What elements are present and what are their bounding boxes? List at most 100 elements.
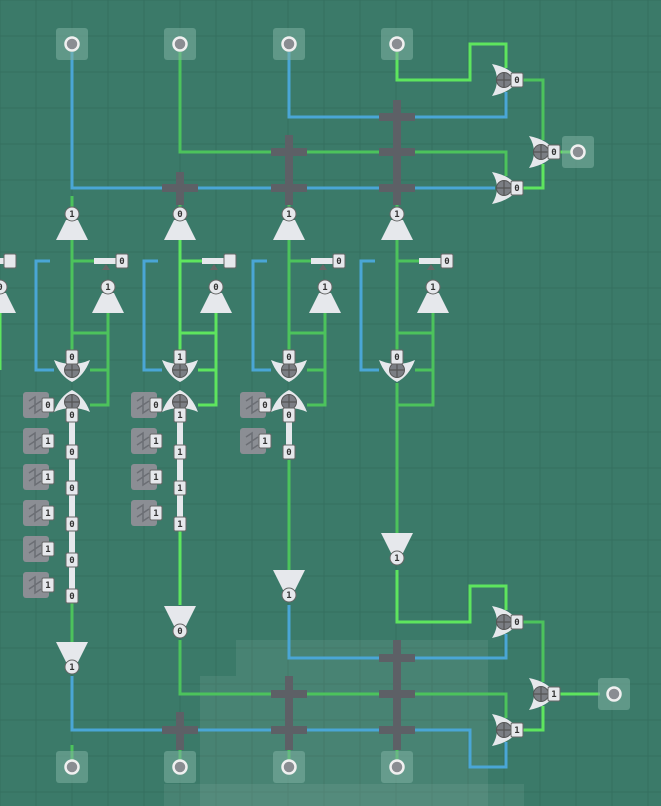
buffer-body — [381, 533, 413, 553]
label-bg — [282, 444, 296, 460]
chain-value: 0 — [282, 444, 296, 460]
gate-bottom-2[interactable] — [271, 390, 307, 412]
cross-icon — [390, 363, 404, 377]
gate-top-2[interactable] — [271, 360, 307, 382]
bottom-buffer-0[interactable] — [56, 642, 88, 662]
bus-crossing — [379, 726, 415, 734]
top-buffer-0[interactable] — [56, 220, 88, 240]
wire-cross-switch[interactable] — [251, 259, 271, 372]
label-bg — [149, 397, 163, 413]
bus-crossing — [379, 113, 415, 121]
switch-1[interactable] — [202, 253, 237, 270]
wire-out0[interactable] — [70, 676, 508, 769]
bottom-gate-upper[interactable] — [492, 606, 518, 638]
label-bg — [64, 206, 80, 222]
input-pin-2[interactable] — [273, 28, 305, 60]
bottom-buffer-3[interactable] — [381, 533, 413, 553]
wire-cross-switch[interactable] — [359, 259, 379, 372]
value-text: 0 — [394, 353, 399, 363]
wire-cross-switch[interactable] — [34, 259, 54, 372]
switch-bar — [202, 258, 230, 264]
value-text: 0 — [514, 618, 519, 628]
bottom-output-pin[interactable] — [598, 678, 630, 710]
value-text: 0 — [119, 257, 124, 267]
value-text: 1 — [286, 591, 291, 601]
switch-box — [3, 253, 17, 269]
output-pin-1[interactable] — [164, 751, 196, 783]
switch-2[interactable] — [311, 258, 339, 270]
wire-top-gate2-out[interactable] — [518, 164, 545, 190]
label-bg — [149, 469, 163, 485]
buffer-left-partial[interactable] — [0, 293, 16, 313]
wire-bot-gate2-out[interactable] — [518, 706, 545, 732]
value-text: 1 — [153, 509, 158, 519]
value-text: 1 — [430, 283, 435, 293]
output-pin-0[interactable] — [56, 751, 88, 783]
wire-in3[interactable] — [395, 42, 508, 82]
wire-out3[interactable] — [395, 570, 508, 624]
gate-bottom-0[interactable] — [54, 390, 90, 412]
pin-icon — [172, 759, 188, 775]
label-bg — [282, 407, 296, 423]
pin-icon — [389, 36, 405, 52]
wire-out1[interactable] — [178, 640, 508, 718]
wire-bot-gate1-out[interactable] — [518, 620, 545, 682]
label-bg — [65, 588, 79, 604]
value-text: 1 — [394, 554, 399, 564]
bus-crossing — [162, 726, 198, 734]
wire-in0[interactable] — [70, 52, 495, 190]
small-buffer-0[interactable] — [92, 293, 124, 313]
gate-top-1[interactable] — [162, 360, 198, 382]
gate-value: 0 — [547, 144, 561, 160]
value-text: 1 — [69, 210, 74, 220]
small-buffer-2[interactable] — [309, 293, 341, 313]
input-pin-1[interactable] — [164, 28, 196, 60]
bus-bridge — [379, 640, 415, 750]
top-buffer-3[interactable] — [381, 220, 413, 240]
switch-3[interactable] — [419, 258, 447, 270]
value-text: 1 — [177, 520, 182, 530]
wire-in1[interactable] — [178, 52, 508, 176]
value-text: 1 — [262, 437, 267, 447]
wire-small-buffer-out[interactable] — [198, 313, 218, 407]
bottom-gate-lower[interactable] — [492, 714, 518, 746]
bus-bridge — [379, 100, 415, 205]
output-pin-2[interactable] — [273, 751, 305, 783]
value-text: 1 — [551, 690, 556, 700]
value-text: 0 — [286, 353, 291, 363]
buffer-value: 0 — [172, 623, 188, 639]
value-text: 0 — [213, 283, 218, 293]
input-pin-3[interactable] — [381, 28, 413, 60]
gate-top-3[interactable] — [379, 360, 415, 382]
bottom-gate-output[interactable] — [529, 678, 555, 710]
top-gate-output[interactable] — [529, 136, 555, 168]
delay-value: 1 — [258, 433, 272, 449]
bus-crossing — [271, 690, 307, 698]
switch-left-partial[interactable] — [0, 253, 17, 270]
small-buffer-1[interactable] — [200, 293, 232, 313]
wire-cross-switch[interactable] — [142, 259, 162, 372]
top-buffer-1[interactable] — [164, 220, 196, 240]
delay-value: 1 — [149, 433, 163, 449]
bottom-buffer-1[interactable] — [164, 606, 196, 626]
wave-icon — [245, 395, 259, 415]
gate-value: 1 — [510, 722, 524, 738]
wire-small-buffer-out[interactable] — [90, 313, 110, 407]
wire-small-buffer-out[interactable] — [307, 313, 327, 407]
switch-0[interactable] — [94, 258, 122, 270]
gate-value: 1 — [547, 686, 561, 702]
gate-top-0[interactable] — [54, 360, 90, 382]
label-bg — [41, 541, 55, 557]
input-pin-0[interactable] — [56, 28, 88, 60]
top-buffer-2[interactable] — [273, 220, 305, 240]
small-buffer-3[interactable] — [417, 293, 449, 313]
top-output-pin[interactable] — [562, 136, 594, 168]
value-text: 0 — [514, 184, 519, 194]
wire-top-gate1-out[interactable] — [518, 78, 545, 140]
wave-icon — [28, 395, 42, 415]
bottom-buffer-2[interactable] — [273, 570, 305, 590]
output-pin-3[interactable] — [381, 751, 413, 783]
chain-value: 1 — [173, 516, 187, 532]
